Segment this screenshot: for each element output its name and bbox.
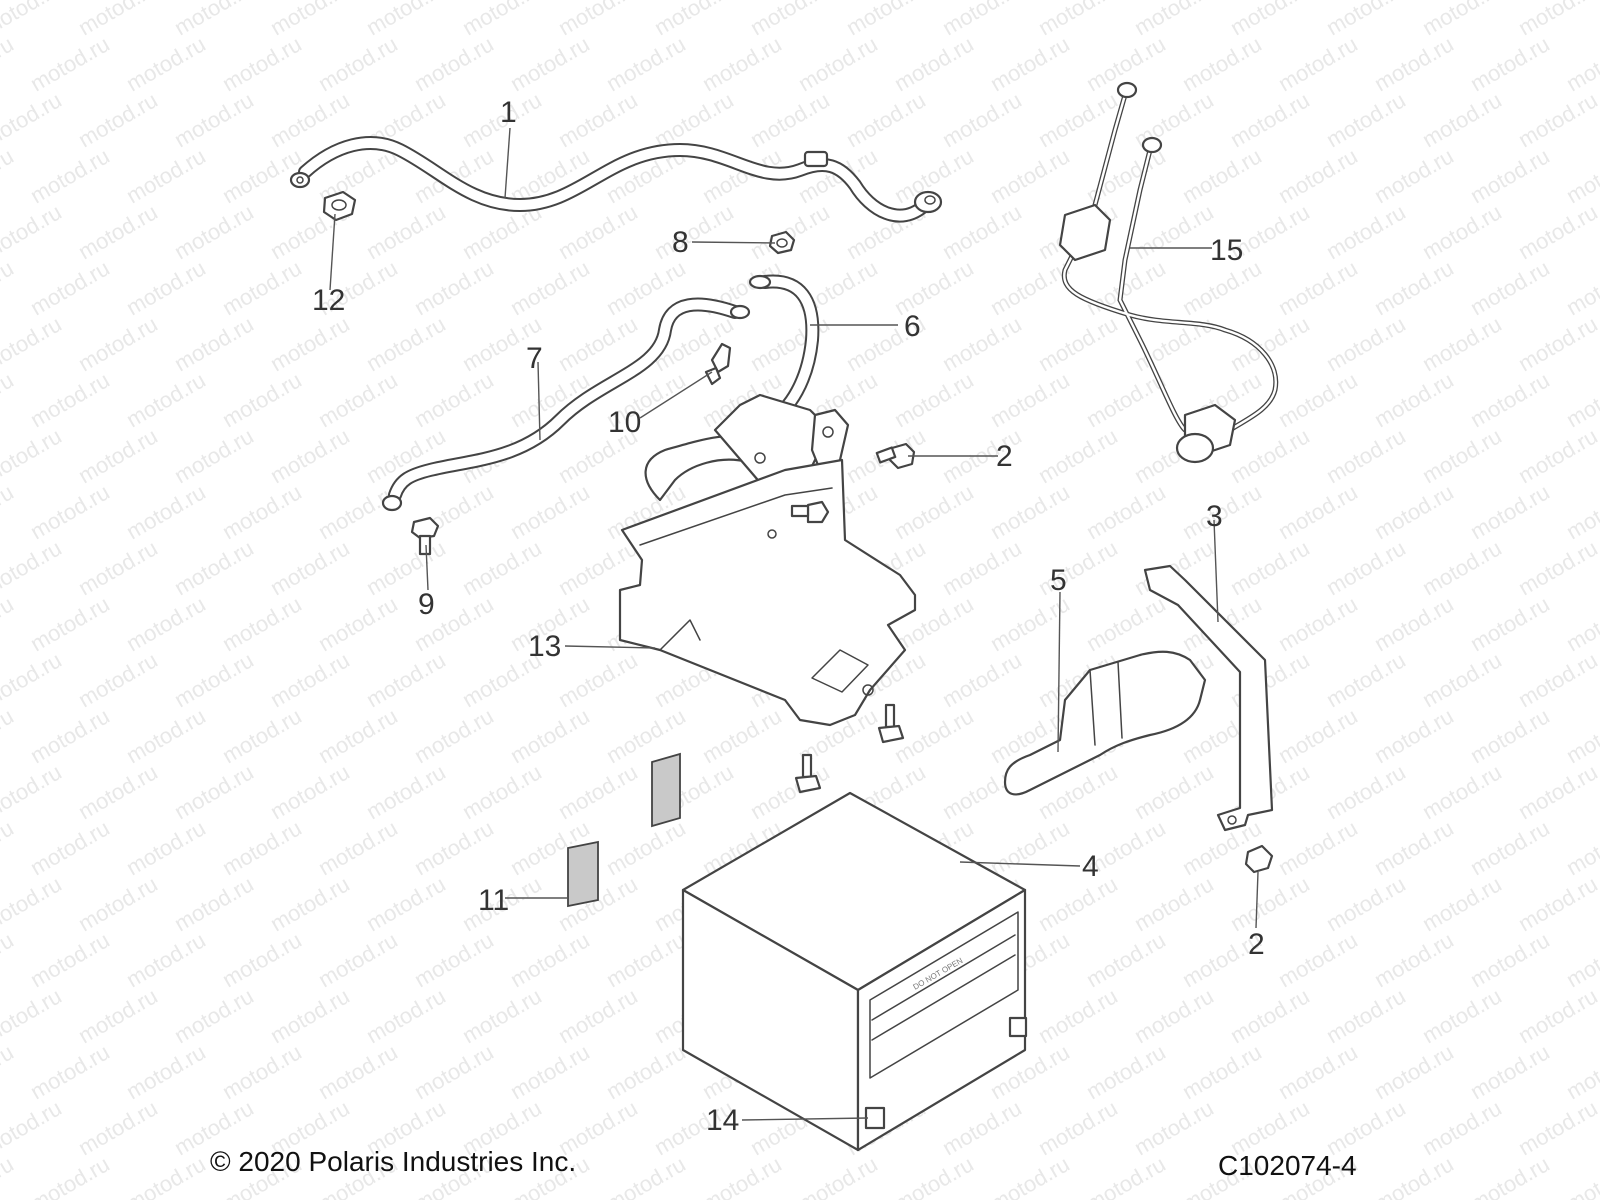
callout-13: 13: [528, 630, 561, 663]
battery-part-4: DO NOT OPEN: [681, 791, 1028, 1152]
cable-part-7: [381, 297, 751, 512]
flange-nut-part-12: [322, 190, 357, 222]
callout-2-lower: 2: [1248, 928, 1265, 961]
callout-6: 6: [904, 310, 921, 343]
callout-12: 12: [312, 284, 345, 317]
callout-1: 1: [500, 96, 517, 129]
bolt-part-9: [410, 516, 440, 556]
callout-9: 9: [418, 588, 435, 621]
callout-3: 3: [1206, 500, 1223, 533]
callout-15: 15: [1210, 234, 1243, 267]
bracket-bolt-right: [877, 703, 905, 744]
pad-part-11-upper: [651, 752, 681, 828]
callout-labels: 1 12 8 6 7 10 9 2 15 5 3 13 4 11 2 14: [312, 96, 1265, 1137]
leader-lines: [329, 127, 1259, 1121]
battery-cover-part-5: [1003, 650, 1207, 796]
bracket-part-3: [1143, 564, 1274, 874]
figure-id: C102074-4: [1218, 1150, 1357, 1181]
callout-14: 14: [706, 1104, 739, 1137]
callout-10: 10: [608, 406, 641, 439]
callout-7: 7: [526, 342, 543, 375]
battery-cable-part-1: [289, 136, 943, 223]
connector-part-10: [704, 342, 732, 386]
bolt-part-2-upper: [875, 442, 916, 470]
nut-part-8: [768, 230, 796, 255]
callout-5: 5: [1050, 564, 1067, 597]
battery-bracket-part-13: [618, 458, 917, 727]
callout-4: 4: [1082, 850, 1099, 883]
callout-8: 8: [672, 226, 689, 259]
wire-harness-part-15: [1058, 81, 1279, 464]
bracket-bolt-left: [794, 753, 822, 794]
pad-part-11-lower: [567, 840, 599, 908]
copyright-notice: © 2020 Polaris Industries Inc.: [210, 1146, 577, 1177]
callout-11: 11: [478, 884, 509, 917]
callout-2-upper: 2: [996, 440, 1013, 473]
